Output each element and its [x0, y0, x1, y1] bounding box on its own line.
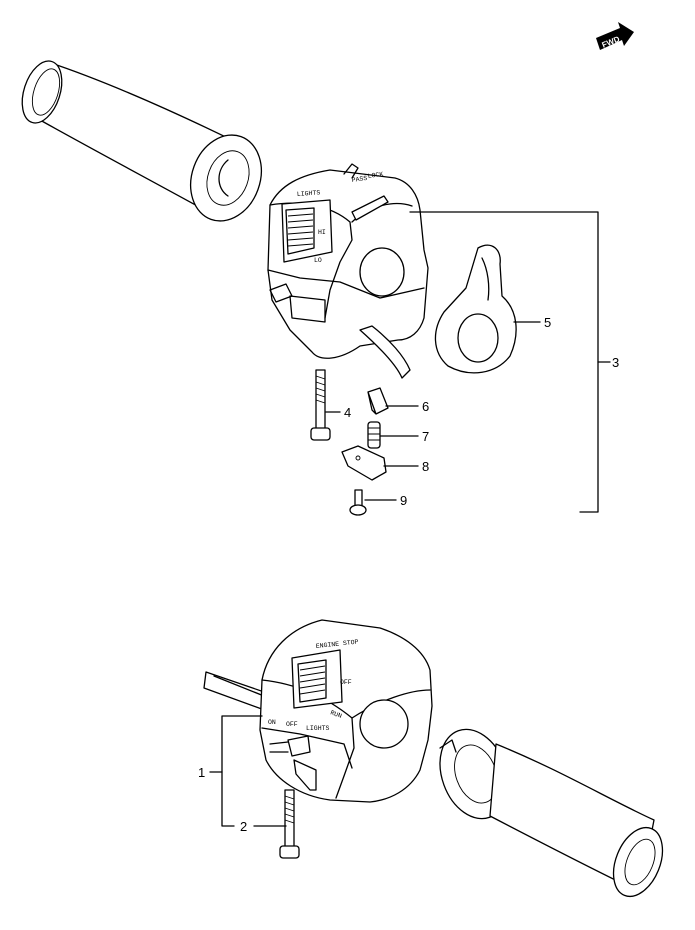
choke-lever-part-5: [434, 244, 517, 374]
svg-text:OFF: OFF: [286, 721, 298, 728]
svg-text:ON: ON: [268, 719, 276, 726]
callout-8: 8: [422, 459, 429, 474]
light-switch-knob: [287, 735, 311, 757]
callout-5: 5: [544, 315, 551, 330]
callout-1: 1: [198, 765, 205, 780]
callout-6: 6: [422, 399, 429, 414]
housing-screw-part-4: [310, 369, 331, 441]
callout-9: 9: [400, 493, 407, 508]
svg-text:LOCK: LOCK: [367, 171, 384, 180]
screw-part-9: [349, 489, 367, 516]
callout-3: 3: [612, 355, 619, 370]
fwd-arrow-badge: FWD: [596, 22, 634, 50]
passing-switch: [351, 195, 389, 221]
callout-7: 7: [422, 429, 429, 444]
callout-2: 2: [240, 819, 247, 834]
dimmer-switch-lever: [285, 207, 315, 255]
svg-text:LIGHTS: LIGHTS: [297, 189, 321, 198]
svg-text:OFF: OFF: [340, 679, 352, 686]
cam-part-6: [367, 387, 389, 415]
svg-text:LIGHTS: LIGHTS: [306, 725, 330, 732]
throttle-cable-stub: [203, 671, 271, 713]
svg-text:HI: HI: [318, 229, 326, 236]
plate-part-8: [341, 445, 387, 481]
svg-text:ENGINE STOP: ENGINE STOP: [315, 639, 359, 650]
right-throttle-grip: [439, 728, 664, 898]
starter-lever-stub: [359, 325, 411, 379]
engine-stop-switch-lever: [297, 659, 327, 703]
svg-text:RUN: RUN: [329, 709, 342, 720]
svg-text:LO: LO: [314, 257, 322, 264]
callout-4: 4: [344, 405, 351, 420]
right-switch-housing: ENGINE STOP OFF RUN ON OFF LIGHTS: [203, 619, 433, 803]
housing-screw-part-2: [279, 789, 300, 859]
svg-text:PASS: PASS: [351, 175, 368, 184]
callout-bracket-1: [221, 715, 263, 827]
left-handlebar-grip: [21, 60, 262, 222]
spring-part-7: [367, 421, 381, 449]
left-switch-housing: LIGHTS HI LO PASS LOCK: [267, 163, 429, 379]
start-button: [293, 759, 317, 791]
